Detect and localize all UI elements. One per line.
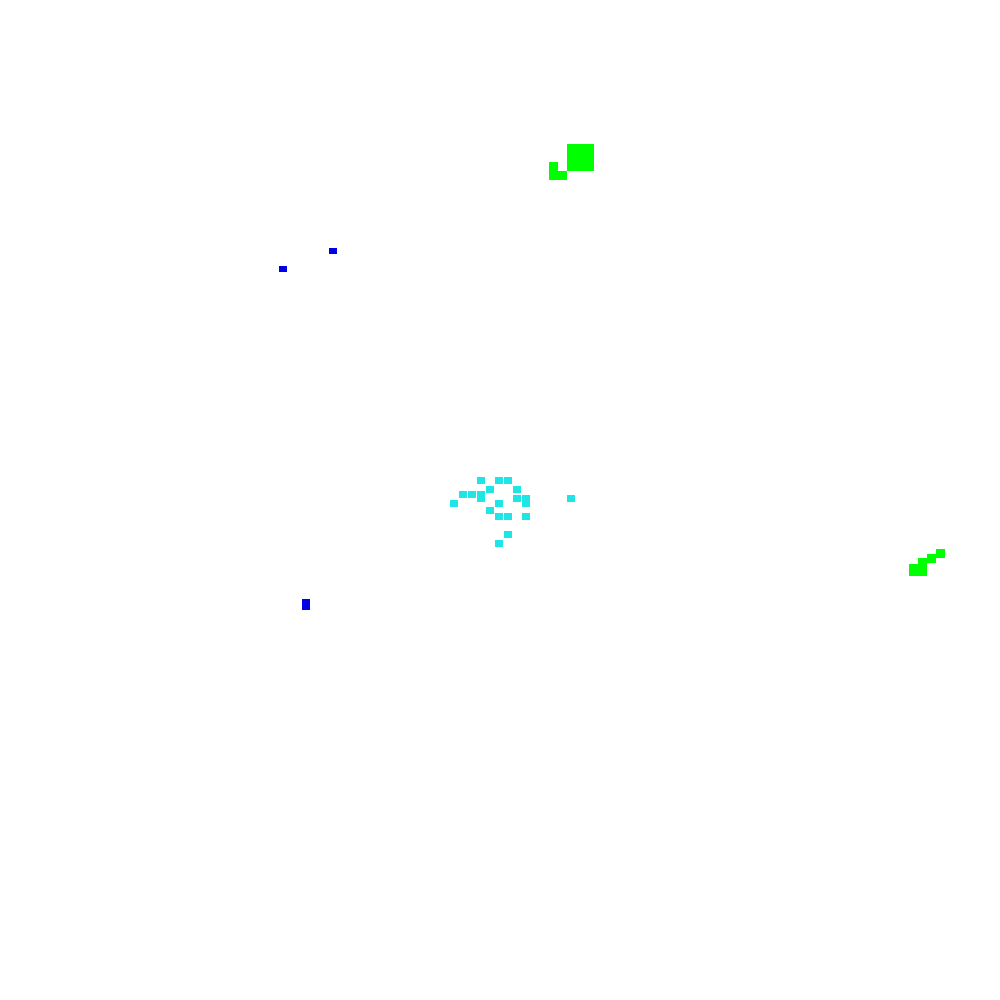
- blue-dot-2-cell: [279, 266, 287, 272]
- cyan-cluster-center-cell: [513, 486, 521, 493]
- cyan-cluster-center-cell: [459, 491, 467, 498]
- green-cluster-top-cell: [576, 153, 585, 162]
- green-cluster-top-cell: [585, 162, 594, 171]
- cyan-cluster-center-cell: [495, 477, 503, 484]
- green-cluster-top-cell: [549, 171, 558, 180]
- green-cluster-top-cell: [567, 144, 576, 153]
- cyan-cluster-center-cell: [522, 500, 530, 507]
- green-cluster-right-cell: [909, 564, 918, 573]
- green-cluster-top-cell: [558, 171, 567, 180]
- green-cluster-right-cell: [936, 549, 945, 558]
- blue-dot-1-cell: [329, 248, 337, 254]
- cyan-cluster-center-cell: [477, 495, 485, 502]
- green-cluster-top-cell: [585, 153, 594, 162]
- cyan-cluster-center-cell: [495, 513, 503, 520]
- blue-dot-3-cell: [302, 603, 310, 610]
- cyan-cluster-center-cell: [513, 495, 521, 502]
- cyan-cluster-center-cell: [522, 513, 530, 520]
- cyan-cluster-center-cell: [504, 531, 512, 538]
- cyan-cluster-center-cell: [567, 495, 575, 502]
- green-cluster-top-cell: [549, 162, 558, 171]
- cyan-cluster-center-cell: [450, 500, 458, 507]
- cyan-cluster-center-cell: [468, 491, 476, 498]
- cyan-cluster-center-cell: [486, 486, 494, 493]
- cyan-cluster-center-cell: [495, 500, 503, 507]
- green-cluster-right-cell: [918, 567, 927, 576]
- cyan-cluster-center-cell: [486, 507, 494, 514]
- green-cluster-top-cell: [567, 162, 576, 171]
- green-cluster-right-cell: [927, 554, 936, 563]
- cyan-cluster-center-cell: [504, 513, 512, 520]
- cyan-cluster-center-cell: [477, 477, 485, 484]
- green-cluster-top-cell: [567, 153, 576, 162]
- cyan-cluster-center-cell: [504, 477, 512, 484]
- green-cluster-top-cell: [585, 144, 594, 153]
- cyan-cluster-center-cell: [495, 540, 503, 547]
- blue-dot-3-cell: [302, 599, 310, 606]
- cyan-cluster-center-cell: [522, 495, 530, 502]
- cyan-cluster-center-cell: [477, 491, 485, 498]
- green-cluster-top-cell: [576, 144, 585, 153]
- green-cluster-top-cell: [576, 162, 585, 171]
- green-cluster-right-cell: [918, 558, 927, 567]
